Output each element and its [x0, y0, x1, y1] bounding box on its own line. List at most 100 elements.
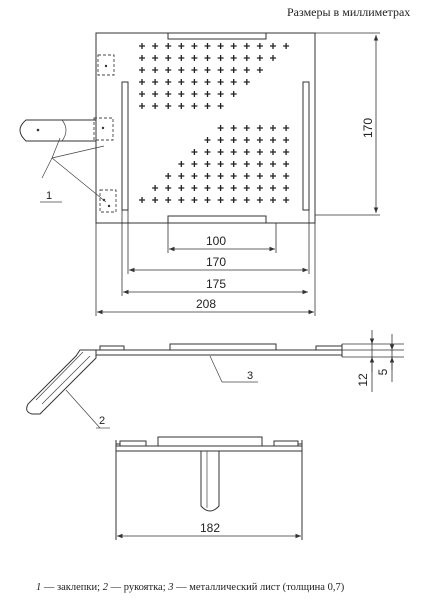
hole-mark	[230, 137, 237, 143]
hole-mark	[204, 55, 211, 61]
hole-mark	[191, 91, 198, 97]
hole-mark	[152, 43, 159, 49]
hole-mark	[178, 103, 185, 109]
label-sheet: 3	[247, 370, 253, 382]
hole-mark	[270, 137, 276, 143]
left-rail	[121, 81, 129, 211]
hole-mark	[256, 161, 263, 167]
hole-mark	[204, 79, 211, 85]
hole-mark	[283, 197, 290, 203]
hole-mark	[152, 79, 159, 85]
hole-mark	[139, 197, 145, 203]
hole-mark	[165, 91, 172, 97]
hole-mark	[243, 125, 250, 131]
hole-mark	[165, 55, 172, 61]
hole-mark	[152, 55, 159, 61]
dim-label-12: 12	[356, 373, 370, 387]
hole-mark	[270, 197, 276, 203]
hole-mark	[283, 173, 290, 179]
hole-mark	[217, 173, 224, 179]
hole-mark	[217, 161, 224, 167]
hole-mark	[270, 125, 276, 131]
top-slot	[167, 32, 267, 40]
hole-mark	[230, 67, 237, 73]
hole-mark	[283, 149, 290, 155]
hole-mark	[178, 43, 185, 49]
perforation-holes	[139, 43, 290, 203]
rivet-box-top	[97, 54, 115, 76]
hole-mark	[139, 43, 145, 49]
hole-mark	[283, 125, 290, 131]
hole-mark	[165, 67, 172, 73]
dim-label-182: 182	[200, 521, 220, 535]
hole-mark	[204, 173, 211, 179]
hole-mark	[152, 197, 159, 203]
hole-mark	[178, 67, 185, 73]
hole-mark	[178, 185, 185, 191]
hole-mark	[270, 43, 276, 49]
hole-mark	[152, 91, 159, 97]
hole-mark	[217, 91, 224, 97]
hole-mark	[178, 197, 185, 203]
hole-mark	[243, 67, 250, 73]
hole-mark	[139, 91, 145, 97]
hole-mark	[217, 67, 224, 73]
hole-mark	[204, 103, 211, 109]
hole-mark	[139, 67, 145, 73]
hole-mark	[165, 185, 172, 191]
hole-mark	[204, 197, 211, 203]
hole-mark	[243, 137, 250, 143]
hole-mark	[204, 161, 211, 167]
hole-mark	[230, 43, 237, 49]
hole-mark	[230, 161, 237, 167]
hole-mark	[256, 185, 263, 191]
hole-mark	[139, 79, 145, 85]
dim-label-5: 5	[376, 368, 390, 375]
hole-mark	[178, 91, 185, 97]
hole-mark	[217, 43, 224, 49]
hole-mark	[152, 185, 159, 191]
hole-mark	[191, 149, 198, 155]
hole-mark	[152, 67, 159, 73]
hole-mark	[256, 125, 263, 131]
hole-mark	[243, 197, 250, 203]
hole-mark	[178, 55, 185, 61]
hole-mark	[230, 125, 237, 131]
hole-mark	[191, 43, 198, 49]
handle-front-view	[200, 451, 220, 512]
hole-mark	[165, 103, 172, 109]
hole-mark	[165, 173, 172, 179]
hole-mark	[139, 55, 145, 61]
hole-mark	[283, 185, 290, 191]
hole-mark	[139, 103, 145, 109]
hole-mark	[256, 67, 263, 73]
hole-mark	[204, 185, 211, 191]
hole-mark	[256, 197, 263, 203]
bottom-slot	[167, 215, 267, 224]
hole-mark	[256, 149, 263, 155]
dim-label-208: 208	[196, 297, 216, 311]
hole-mark	[191, 197, 198, 203]
label-handle: 2	[99, 415, 105, 427]
caption-num-2: 2	[103, 582, 109, 593]
dim-sheet-height: 170	[315, 32, 380, 216]
dim-label-170: 170	[206, 255, 226, 269]
side-view: 3 2	[26, 343, 343, 429]
hole-mark	[270, 149, 276, 155]
caption-text-3: — металлический лист (толщина 0,7)	[174, 582, 345, 593]
metal-sheet-outline	[95, 32, 316, 224]
dim-label-170-vertical: 170	[361, 118, 375, 138]
hole-mark	[204, 43, 211, 49]
hole-mark	[230, 173, 237, 179]
hole-mark	[256, 137, 263, 143]
hole-mark	[283, 161, 290, 167]
handle-top-view	[19, 119, 96, 142]
hole-mark	[191, 55, 198, 61]
rivet-box-middle	[93, 117, 114, 141]
hole-mark	[230, 185, 237, 191]
hole-mark	[243, 173, 250, 179]
hole-mark	[178, 161, 185, 167]
hole-mark	[178, 173, 185, 179]
top-view: 1	[19, 32, 316, 224]
